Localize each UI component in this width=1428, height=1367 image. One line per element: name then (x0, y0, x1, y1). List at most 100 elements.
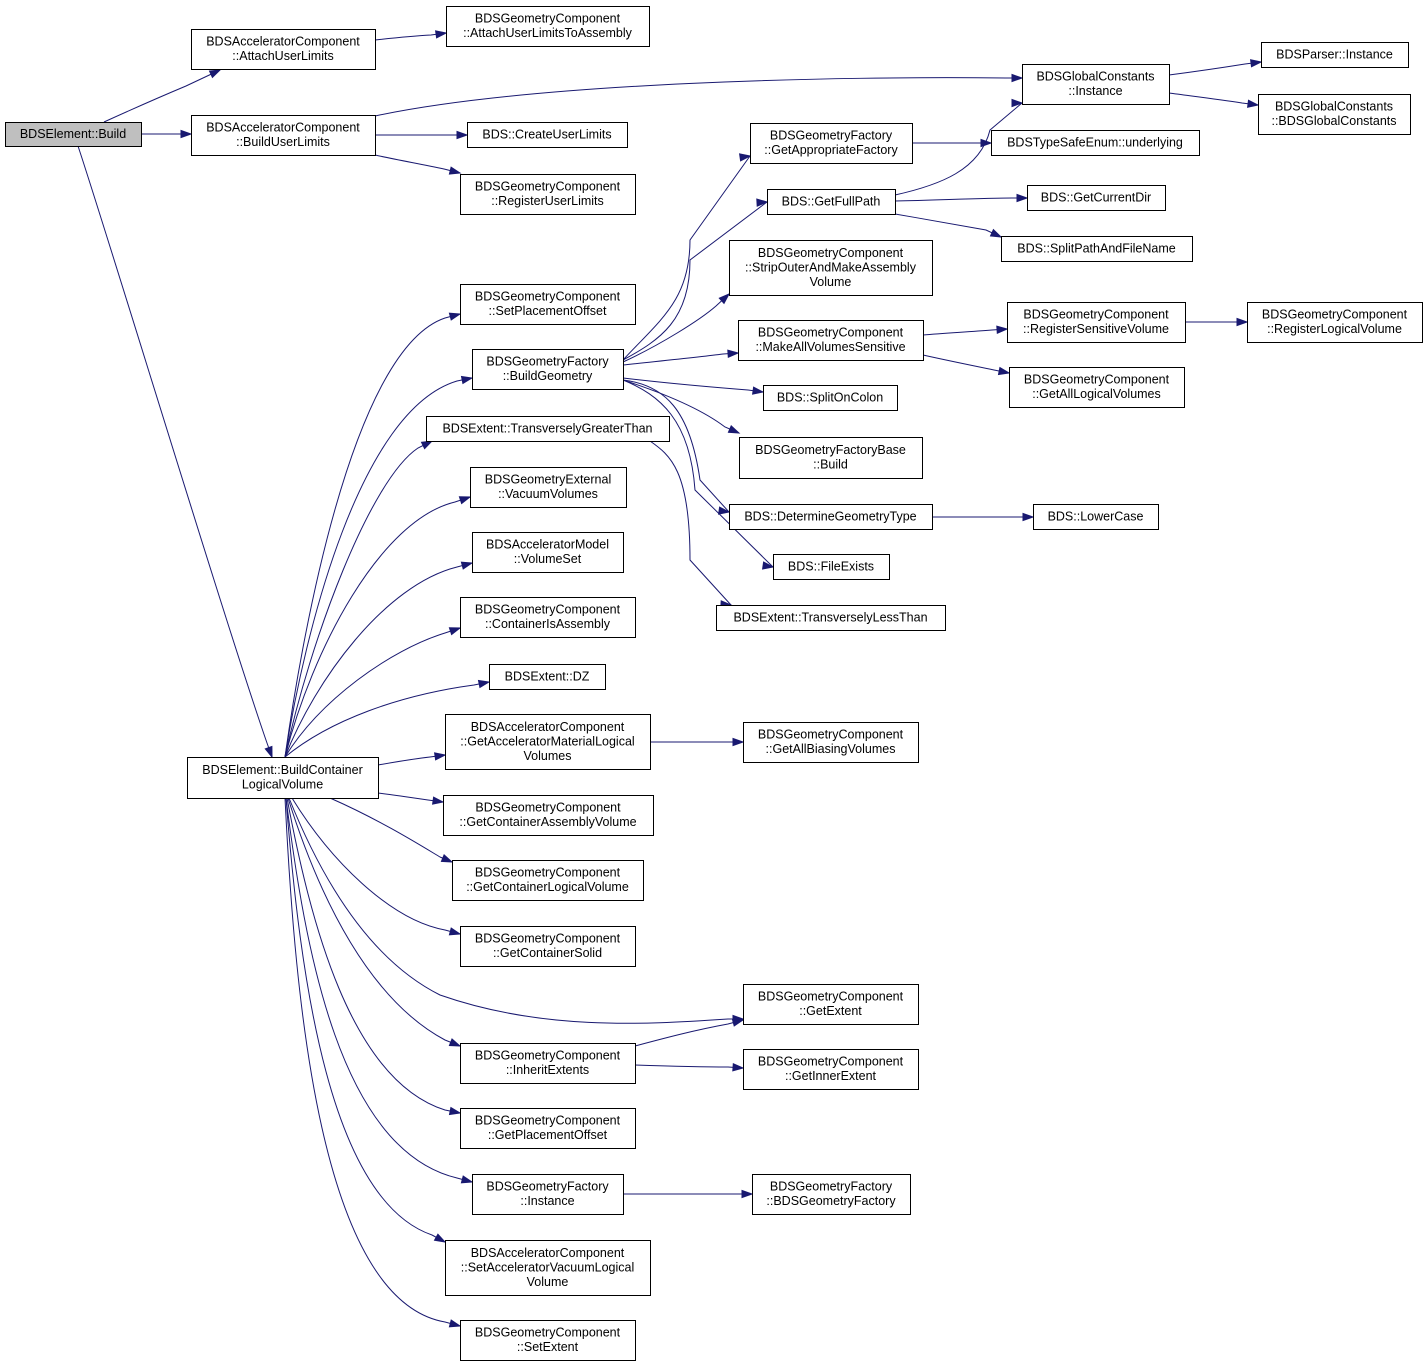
arrowhead-icon (460, 561, 474, 570)
node-label: BDSExtent::TransverselyGreaterThan (442, 421, 652, 435)
node-box (743, 722, 919, 763)
arrowhead-icon (1022, 512, 1035, 522)
edge-n5-to-n8 (1168, 59, 1263, 76)
node-n20[interactable]: BDSGeometryComponent::GetContainerSolid (460, 926, 636, 967)
arrowhead-icon (727, 424, 741, 434)
node-label: BDSGeometryComponent (475, 1326, 621, 1340)
arrowhead-icon (433, 1233, 447, 1243)
node-n25[interactable]: BDSGeometryComponent::SetExtent (460, 1320, 636, 1361)
node-n42[interactable]: BDSGeometryComponent::GetAllBiasingVolum… (743, 722, 919, 763)
edge-n27-to-n5 (894, 98, 1024, 196)
arrowhead-icon (434, 752, 447, 761)
node-n30[interactable]: BDS::SplitOnColon (763, 385, 898, 411)
node-n19[interactable]: BDSGeometryComponent::GetContainerLogica… (452, 860, 644, 901)
node-n22[interactable]: BDSGeometryComponent::GetPlacementOffset (460, 1108, 636, 1149)
edge-n0-to-n3 (77, 145, 273, 759)
node-n44[interactable]: BDSGeometryComponent::GetInnerExtent (743, 1049, 919, 1090)
node-label: ::BuildUserLimits (236, 135, 330, 149)
edge-line (622, 352, 739, 366)
node-n29[interactable]: BDSGeometryComponent::MakeAllVolumesSens… (738, 320, 924, 361)
node-n16[interactable]: BDSExtent::DZ (489, 664, 606, 690)
node-n43[interactable]: BDSGeometryComponent::GetExtent (743, 984, 919, 1025)
node-box (738, 320, 924, 361)
node-label: ::MakeAllVolumesSensitive (755, 340, 905, 354)
node-n14[interactable]: BDSAcceleratorModel::VolumeSet (472, 532, 624, 573)
edge-line (284, 496, 471, 758)
node-n9[interactable]: BDSGlobalConstants::BDSGlobalConstants (1258, 94, 1411, 135)
node-box (445, 1240, 651, 1296)
node-label: BDS::DetermineGeometryType (744, 509, 916, 523)
edge-line (284, 377, 473, 758)
node-n7[interactable]: BDSGeometryComponent::RegisterUserLimits (460, 174, 636, 215)
edge-line (284, 313, 461, 758)
edge-line (894, 102, 1023, 196)
node-box (773, 554, 890, 580)
arrowhead-icon (448, 927, 462, 936)
node-n1[interactable]: BDSAcceleratorComponent::AttachUserLimit… (191, 29, 376, 70)
node-n45[interactable]: BDSGeometryFactory::BDSGeometryFactory (752, 1174, 911, 1215)
arrowhead-icon (440, 854, 454, 863)
edge-n38-to-n40 (1185, 317, 1249, 327)
node-n8[interactable]: BDSParser::Instance (1261, 42, 1409, 68)
node-n32[interactable]: BDS::DetermineGeometryType (729, 504, 933, 530)
node-n41[interactable]: BDS::LowerCase (1033, 504, 1159, 530)
edge-line (374, 154, 461, 174)
node-label: ::GetAppropriateFactory (764, 143, 898, 157)
edge-line (285, 797, 446, 1243)
edge-line (622, 379, 730, 513)
node-label: BDSParser::Instance (1276, 47, 1393, 61)
node-n27[interactable]: BDS::GetFullPath (767, 189, 896, 215)
arrowhead-icon (264, 745, 273, 759)
node-n38[interactable]: BDSGeometryComponent::RegisterSensitiveV… (1007, 302, 1186, 343)
edge-n11-to-n32 (622, 379, 731, 515)
node-label: BDSAcceleratorComponent (471, 1246, 625, 1260)
node-n5[interactable]: BDSGlobalConstants::Instance (1022, 64, 1170, 105)
edge-n26-to-n35 (911, 138, 993, 148)
node-n10[interactable]: BDSGeometryComponent::SetPlacementOffset (460, 284, 636, 325)
node-n23[interactable]: BDSGeometryFactory::Instance (472, 1174, 624, 1215)
node-n28[interactable]: BDSGeometryComponent::StripOuterAndMakeA… (729, 240, 933, 296)
node-n13[interactable]: BDSGeometryExternal::VacuumVolumes (470, 467, 627, 508)
arrowhead-icon (752, 386, 765, 395)
node-n2[interactable]: BDSAcceleratorComponent::BuildUserLimits (191, 115, 376, 156)
edge-line (377, 754, 446, 766)
node-n24[interactable]: BDSAcceleratorComponent::SetAcceleratorV… (445, 1240, 651, 1296)
edge-n3-to-n17 (377, 752, 447, 766)
node-label: BDSGeometryComponent (475, 866, 621, 880)
arrowhead-icon (435, 30, 448, 39)
node-label: BDSAcceleratorComponent (206, 35, 360, 49)
edge-n11-to-n33 (622, 379, 775, 570)
node-label: BDSGeometryComponent (475, 290, 621, 304)
node-n31[interactable]: BDSGeometryFactoryBase::Build (739, 437, 923, 479)
arrowhead-icon (448, 166, 462, 175)
node-n15[interactable]: BDSGeometryComponent::ContainerIsAssembl… (460, 597, 636, 638)
node-n33[interactable]: BDS::FileExists (773, 554, 890, 580)
node-n21[interactable]: BDSGeometryComponent::InheritExtents (460, 1043, 636, 1084)
node-n18[interactable]: BDSGeometryComponent::GetContainerAssemb… (443, 795, 654, 836)
node-box (460, 926, 636, 967)
node-n26[interactable]: BDSGeometryFactory::GetAppropriateFactor… (750, 123, 913, 164)
node-n35[interactable]: BDSTypeSafeEnum::underlying (991, 130, 1200, 156)
node-n17[interactable]: BDSAcceleratorComponent::GetAcceleratorM… (445, 714, 651, 770)
arrowhead-icon (732, 737, 745, 747)
node-label: BDSGeometryComponent (1024, 373, 1170, 387)
node-label: BDSGeometryFactory (770, 129, 893, 143)
node-label: BDSGeometryComponent (475, 801, 621, 815)
node-label: BDSGeometryFactory (486, 1180, 609, 1194)
node-n34[interactable]: BDSExtent::TransverselyLessThan (716, 605, 946, 631)
node-n11[interactable]: BDSGeometryFactory::BuildGeometry (472, 349, 624, 390)
node-label: ::SetPlacementOffset (489, 304, 607, 318)
node-n39[interactable]: BDSGeometryComponent::GetAllLogicalVolum… (1009, 367, 1185, 408)
edge-n3-to-n15 (284, 627, 462, 758)
node-n12[interactable]: BDSExtent::TransverselyGreaterThan (426, 416, 670, 442)
node-n40[interactable]: BDSGeometryComponent::RegisterLogicalVol… (1247, 302, 1423, 343)
node-n6[interactable]: BDS::CreateUserLimits (467, 122, 628, 148)
node-n37[interactable]: BDS::SplitPathAndFileName (1001, 236, 1193, 262)
node-box (5, 122, 142, 147)
node-n4[interactable]: BDSGeometryComponent::AttachUserLimitsTo… (446, 6, 650, 47)
node-n36[interactable]: BDS::GetCurrentDir (1027, 185, 1166, 211)
node-label: ::GetAcceleratorMaterialLogical (460, 734, 634, 748)
edge-line (894, 197, 1027, 202)
node-n0[interactable]: BDSElement::Build (5, 122, 142, 147)
